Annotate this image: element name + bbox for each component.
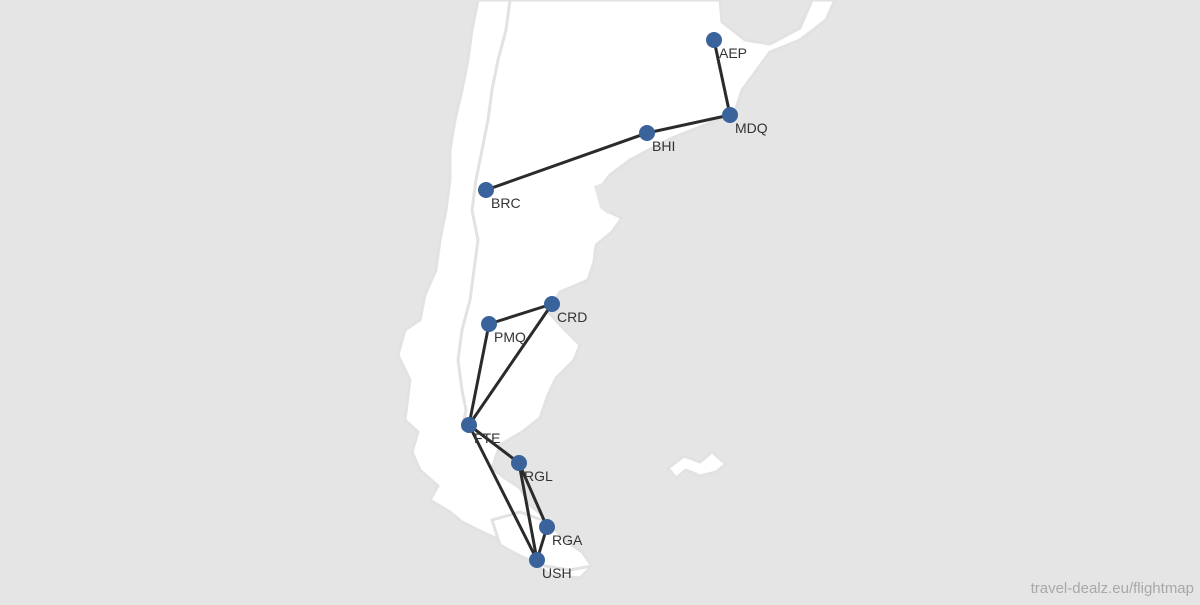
routes-layer [467, 38, 732, 562]
airport-label-brc: BRC [491, 195, 521, 211]
gulf-san-matias [594, 180, 630, 214]
airport-label-aep: AEP [719, 45, 747, 61]
border-line [456, 0, 512, 431]
route-fte-rgl [467, 423, 521, 465]
falkland-islands [666, 450, 728, 480]
airports-layer: AEP MDQ BHI BRC CRD PMQ FTE RGL RGA USH [461, 32, 768, 581]
route-rgl-ush [517, 461, 539, 562]
airport-marker-crd[interactable] [544, 296, 560, 312]
airport-label-pmq: PMQ [494, 329, 526, 345]
airport-label-ush: USH [542, 565, 572, 581]
airport-marker-bhi[interactable] [639, 125, 655, 141]
airport-label-crd: CRD [557, 309, 587, 325]
airport-label-rgl: RGL [524, 468, 553, 484]
airport-marker-rga[interactable] [539, 519, 555, 535]
airport-marker-pmq[interactable] [481, 316, 497, 332]
route-aep-mdq [712, 38, 732, 117]
south-america-landmass [396, 0, 837, 580]
route-pmq-fte [467, 322, 491, 427]
route-pmq-crd [487, 302, 554, 326]
airport-marker-aep[interactable] [706, 32, 722, 48]
airport-marker-rgl[interactable] [511, 455, 527, 471]
route-mdq-bhi [645, 113, 732, 135]
route-bhi-brc [484, 131, 649, 192]
route-fte-ush [467, 423, 539, 562]
airport-label-rga: RGA [552, 532, 583, 548]
airport-marker-fte[interactable] [461, 417, 477, 433]
airport-marker-ush[interactable] [529, 552, 545, 568]
airport-label-fte: FTE [474, 430, 500, 446]
airport-label-mdq: MDQ [735, 120, 768, 136]
airport-label-bhi: BHI [652, 138, 675, 154]
airport-marker-mdq[interactable] [722, 107, 738, 123]
route-rgl-rga [517, 461, 549, 529]
route-crd-fte [467, 302, 554, 427]
attribution-text[interactable]: travel-dealz.eu/flightmap [1030, 580, 1194, 597]
airport-marker-brc[interactable] [478, 182, 494, 198]
